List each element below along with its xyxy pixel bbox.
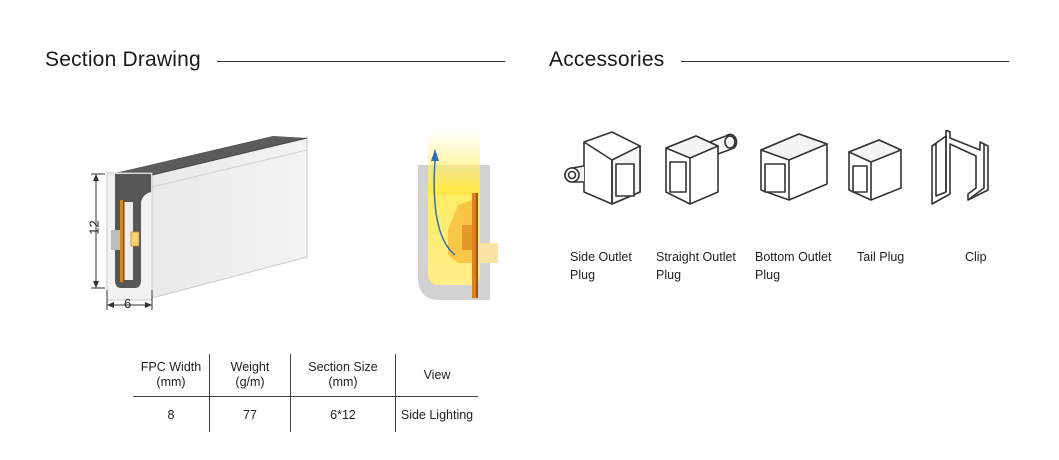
- light-emission-drawing: [418, 135, 498, 300]
- section-drawing-divider: [217, 61, 505, 62]
- accessory-label-tail-plug: Tail Plug: [857, 250, 905, 264]
- clip-icon: [931, 130, 989, 205]
- accessories-title: Accessories: [549, 48, 665, 71]
- section-drawing-title: Section Drawing: [45, 48, 201, 71]
- tail-plug-icon: [848, 139, 902, 201]
- height-dimension-label: 12: [86, 220, 102, 235]
- cell-weight: 77: [209, 396, 291, 432]
- header-view: View: [395, 354, 478, 397]
- straight-outlet-plug-icon: [665, 133, 738, 205]
- accessory-label-side-outlet-plug: Side Outlet Plug: [570, 250, 632, 282]
- cell-fpc-width: 8: [167, 407, 175, 422]
- side-outlet-plug-icon: [564, 131, 641, 205]
- accessory-label-bottom-outlet-plug: Bottom Outlet Plug: [755, 250, 832, 282]
- cell-view: Side Lighting: [395, 396, 478, 432]
- bottom-outlet-plug-icon: [760, 133, 828, 201]
- cell-section-size: 6*12: [290, 396, 396, 432]
- accessories-divider: [681, 61, 1009, 62]
- width-dimension-label: 6: [124, 296, 132, 311]
- header-fpc-width: FPC Width(mm): [140, 360, 202, 389]
- header-weight: Weight(g/m): [209, 354, 291, 397]
- spec-table-header-row: FPC Width(mm) Weight(g/m) Section Size(m…: [133, 354, 478, 397]
- accessory-label-clip: Clip: [965, 250, 987, 264]
- header-section-size: Section Size(mm): [290, 354, 396, 397]
- profile-3d-drawing: [91, 136, 308, 310]
- table-row: 8 77 6*12 Side Lighting: [133, 396, 478, 432]
- accessory-label-straight-outlet-plug: Straight Outlet Plug: [656, 250, 736, 282]
- spec-table: FPC Width(mm) Weight(g/m) Section Size(m…: [133, 354, 478, 432]
